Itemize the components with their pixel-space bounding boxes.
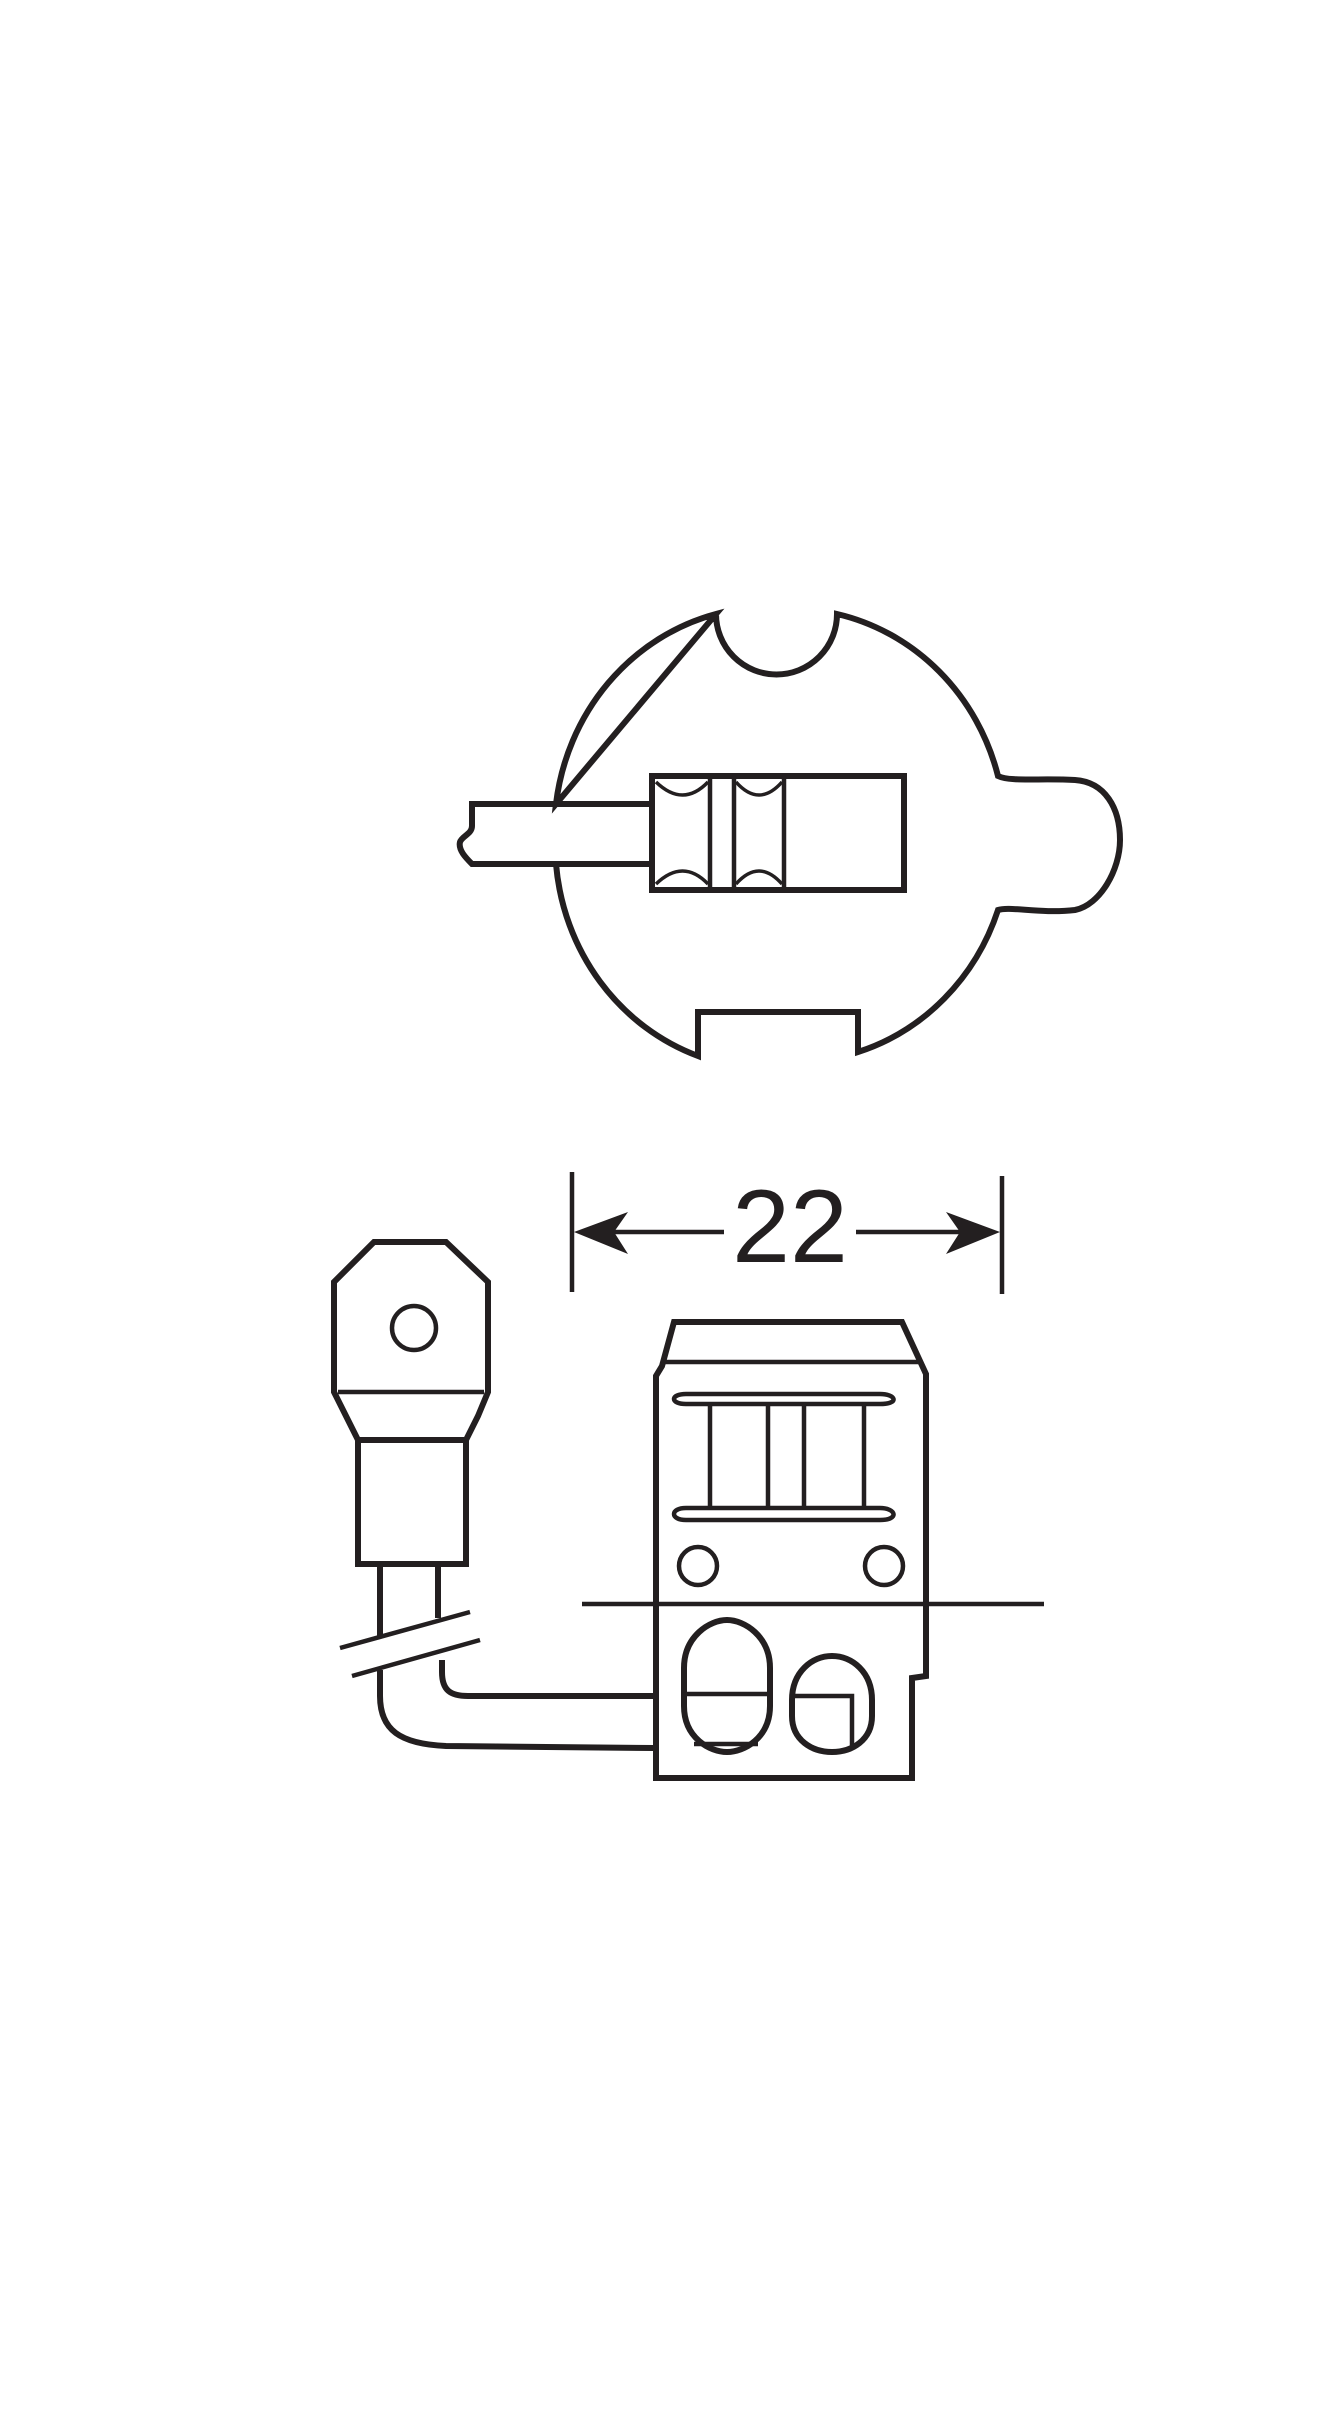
contact-pad-small-marker [794,1693,855,1746]
contact-pad-small [789,1652,875,1756]
lead-wire [377,1660,655,1751]
terminal-plate [331,1239,491,1443]
rivet-left [676,1544,720,1588]
wire-break-mark-2 [351,1637,481,1679]
base-body-outline [653,1319,929,1781]
wire-neck [377,1564,441,1636]
terminal-hole [389,1303,439,1353]
filament-curl-top-2 [734,780,784,797]
contact-pad-large [681,1616,773,1756]
filament-curl-bottom-1 [654,869,710,886]
rivet-right [862,1544,906,1588]
filament-cage-bottom-bar [671,1505,896,1523]
filament-block [649,773,907,893]
terminal-connector [331,1239,655,1751]
wire-break-mark-1 [339,1609,471,1651]
terminal-crimp [355,1437,469,1567]
arrowhead-left [574,1212,628,1254]
dimension-value: 22 [732,1169,848,1285]
pin-stub [456,801,652,867]
flange-top-view [456,608,1124,1061]
flange-outline [551,608,1124,1061]
filament-curl-top-1 [654,780,710,797]
arrowhead-right [946,1212,1000,1254]
bulb-base-side-view [582,1319,1044,1781]
filament-cage-top-bar [671,1391,896,1407]
filament-curl-bottom-2 [734,869,784,886]
dimension-annotation: 22 [569,1169,1005,1294]
